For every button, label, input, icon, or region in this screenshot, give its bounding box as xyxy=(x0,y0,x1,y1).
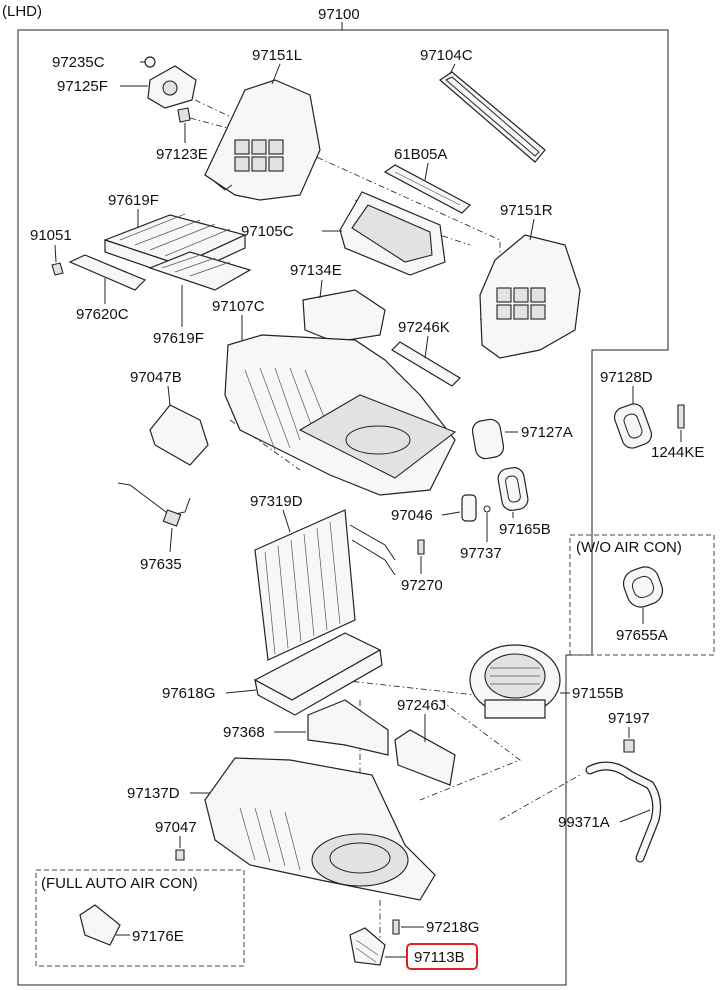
svg-text:97270: 97270 xyxy=(401,577,443,594)
part-97151L[interactable]: 97151L xyxy=(204,47,321,201)
part-97125F[interactable]: 97125F xyxy=(57,65,197,109)
part-97655A[interactable]: 97655A xyxy=(616,563,668,644)
svg-text:97620C: 97620C xyxy=(76,306,129,323)
svg-text:97134E: 97134E xyxy=(290,262,342,279)
svg-text:97137D: 97137D xyxy=(127,785,180,802)
svg-text:97165B: 97165B xyxy=(499,521,551,538)
svg-text:97246K: 97246K xyxy=(398,319,450,336)
part-97319D[interactable]: 97319D xyxy=(250,493,396,661)
svg-text:97368: 97368 xyxy=(223,724,265,741)
part-97107C[interactable]: 97107C xyxy=(212,298,457,496)
full-auto-air-con-callout: (FULL AUTO AIR CON) xyxy=(35,869,245,967)
part-97235C[interactable]: 97235C xyxy=(52,54,156,71)
svg-text:(W/O AIR CON): (W/O AIR CON) xyxy=(576,539,682,556)
part-97047B[interactable]: 97047B xyxy=(130,369,209,466)
svg-text:97125F: 97125F xyxy=(57,78,108,95)
svg-text:97047: 97047 xyxy=(155,819,197,836)
part-61B05A[interactable]: 61B05A xyxy=(383,146,471,214)
lhd-label: (LHD) xyxy=(2,3,42,20)
part-97619F-filter[interactable] xyxy=(103,213,252,291)
part-97155B[interactable]: 97155B xyxy=(469,644,624,719)
part-97619F-bottom[interactable]: 97619F xyxy=(153,285,204,347)
svg-text:97151L: 97151L xyxy=(252,47,302,64)
part-97737[interactable]: 97737 xyxy=(460,505,502,562)
part-97127A[interactable]: 97127A xyxy=(471,418,573,460)
part-97123E[interactable]: 97123E xyxy=(156,107,208,163)
svg-text:91051: 91051 xyxy=(30,227,72,244)
part-97635[interactable]: 97635 xyxy=(117,482,191,573)
svg-text:97235C: 97235C xyxy=(52,54,105,71)
svg-text:97155B: 97155B xyxy=(572,685,624,702)
svg-text:97127A: 97127A xyxy=(521,424,573,441)
svg-text:97104C: 97104C xyxy=(420,47,473,64)
svg-text:97128D: 97128D xyxy=(600,369,653,386)
part-97134E[interactable]: 97134E xyxy=(290,262,386,343)
svg-text:97176E: 97176E xyxy=(132,928,184,945)
svg-text:97107C: 97107C xyxy=(212,298,265,315)
part-97368[interactable]: 97368 xyxy=(223,699,389,756)
svg-text:97635: 97635 xyxy=(140,556,182,573)
part-97105C[interactable]: 97105C xyxy=(241,191,446,276)
svg-text:97619F: 97619F xyxy=(153,330,204,347)
svg-text:97218G: 97218G xyxy=(426,919,479,936)
part-97046[interactable]: 97046 xyxy=(391,494,477,524)
part-97246K[interactable]: 97246K xyxy=(391,319,461,387)
part-97176E[interactable]: 97176E xyxy=(79,904,184,946)
wo-air-con-callout: (W/O AIR CON) xyxy=(569,534,715,656)
part-99371A[interactable]: 99371A xyxy=(558,761,662,863)
svg-text:97319D: 97319D xyxy=(250,493,303,510)
part-97151R[interactable]: 97151R xyxy=(479,202,581,359)
svg-text:(FULL AUTO AIR CON): (FULL AUTO AIR CON) xyxy=(41,875,198,892)
part-97197[interactable]: 97197 xyxy=(608,710,650,753)
svg-text:97123E: 97123E xyxy=(156,146,208,163)
part-1244KE[interactable]: 1244KE xyxy=(651,404,704,461)
svg-text:61B05A: 61B05A xyxy=(394,146,447,163)
part-97218G[interactable]: 97218G xyxy=(392,919,479,936)
svg-text:97655A: 97655A xyxy=(616,627,668,644)
svg-text:97046: 97046 xyxy=(391,507,433,524)
part-97246J[interactable]: 97246J xyxy=(394,697,456,786)
svg-text:99371A: 99371A xyxy=(558,814,610,831)
part-97104C[interactable]: 97104C xyxy=(420,47,546,163)
part-97618G[interactable]: 97618G xyxy=(162,632,383,716)
svg-text:97619F: 97619F xyxy=(108,192,159,209)
svg-text:97047B: 97047B xyxy=(130,369,182,386)
part-97165B[interactable]: 97165B xyxy=(497,466,551,538)
svg-text:97618G: 97618G xyxy=(162,685,215,702)
part-97113B[interactable]: 97113B xyxy=(349,927,478,970)
highlight-box xyxy=(406,943,478,970)
part-97270[interactable]: 97270 xyxy=(401,539,443,594)
assembly-number: 97100 xyxy=(318,6,360,23)
svg-text:1244KE: 1244KE xyxy=(651,444,704,461)
part-97047[interactable]: 97047 xyxy=(155,819,197,861)
part-97620C[interactable]: 97620C xyxy=(68,254,147,323)
part-91051[interactable]: 91051 xyxy=(30,227,72,276)
svg-text:97151R: 97151R xyxy=(500,202,553,219)
svg-text:97197: 97197 xyxy=(608,710,650,727)
part-97128D[interactable]: 97128D xyxy=(600,369,654,451)
part-97137D[interactable]: 97137D xyxy=(127,757,436,901)
svg-text:97113B: 97113B xyxy=(414,949,465,966)
svg-text:97737: 97737 xyxy=(460,545,502,562)
svg-text:97246J: 97246J xyxy=(397,697,446,714)
svg-text:97105C: 97105C xyxy=(241,223,294,240)
